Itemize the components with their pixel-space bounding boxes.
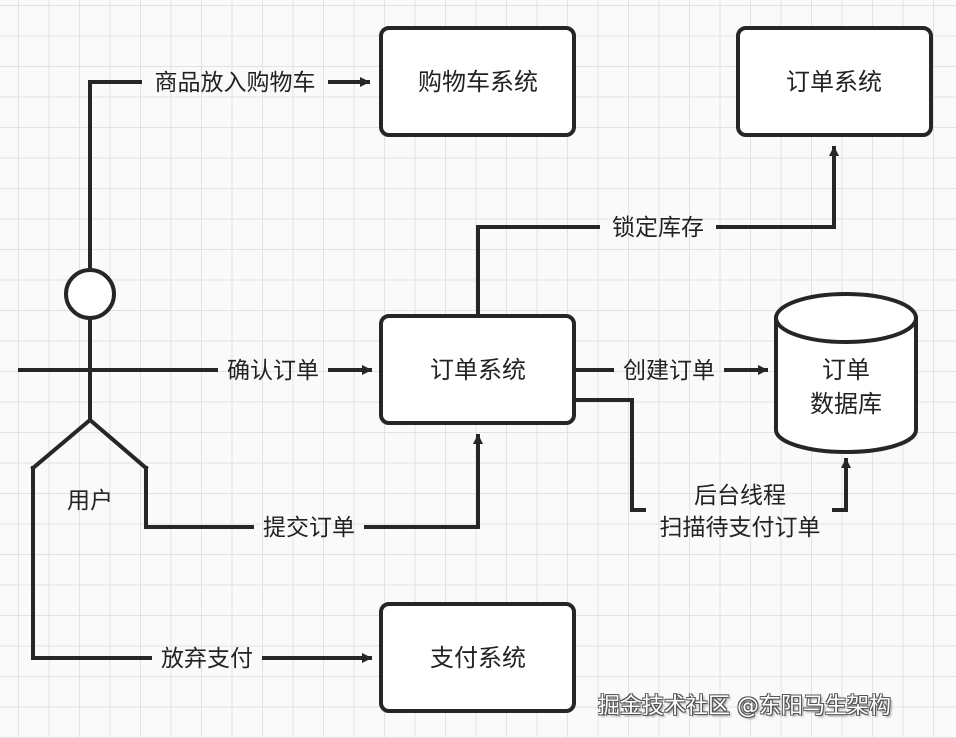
user-actor[interactable] [18, 268, 162, 471]
edge-abandon-payment [31, 466, 152, 660]
edge-background-scan-2 [832, 458, 851, 512]
actor-head [64, 268, 116, 320]
edge-label-add-to-cart: 商品放入购物车 [155, 70, 316, 96]
order-system-main-box[interactable] [379, 314, 576, 425]
edge-background-scan [574, 398, 646, 512]
edge-label-background-1: 后台线程 [694, 483, 786, 509]
order-db-label-2: 数据库 [810, 390, 882, 418]
edge-label-background-2: 扫描待支付订单 [660, 515, 821, 541]
edge-label-submit-order: 提交订单 [263, 515, 355, 541]
edge-label-abandon-payment: 放弃支付 [161, 646, 253, 672]
edge-lock-stock-2 [716, 146, 839, 229]
actor-label: 用户 [67, 488, 113, 514]
edge-submit-order-2 [364, 434, 483, 529]
actor-legs [30, 417, 149, 471]
edge-submit-order [144, 466, 254, 529]
cart-system-box[interactable] [379, 26, 576, 137]
edge-add-to-cart [88, 80, 142, 272]
edge-label-lock-stock: 锁定库存 [612, 215, 704, 241]
payment-system-label: 支付系统 [430, 644, 526, 672]
edge-label-confirm-order: 确认订单 [227, 358, 319, 384]
order-system-top-box[interactable] [736, 26, 933, 137]
cart-system-label: 购物车系统 [418, 68, 538, 96]
payment-system-box[interactable] [379, 602, 576, 713]
order-system-top-label: 订单系统 [786, 68, 882, 96]
edge-label-create-order: 创建订单 [623, 358, 715, 384]
edge-lock-stock [476, 225, 600, 318]
order-db-label-1: 订单 [822, 356, 870, 384]
order-system-main-label: 订单系统 [430, 356, 526, 384]
watermark: 掘金技术社区 @东阳马生架构 [598, 694, 891, 719]
order-database[interactable] [774, 292, 918, 454]
